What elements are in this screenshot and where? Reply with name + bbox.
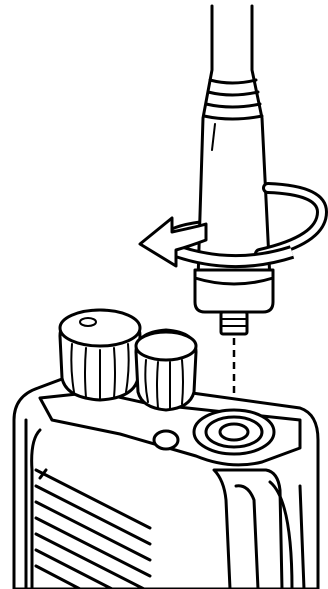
antenna-socket-hole xyxy=(220,424,248,440)
antenna-base xyxy=(195,270,273,312)
radio-body-icon xyxy=(14,310,318,589)
emergency-button xyxy=(154,431,178,449)
volume-knob-icon xyxy=(60,310,140,400)
antenna-whip xyxy=(198,6,270,280)
connector-icon xyxy=(221,312,247,334)
channel-knob-icon xyxy=(136,330,196,410)
antenna-icon xyxy=(195,6,273,334)
